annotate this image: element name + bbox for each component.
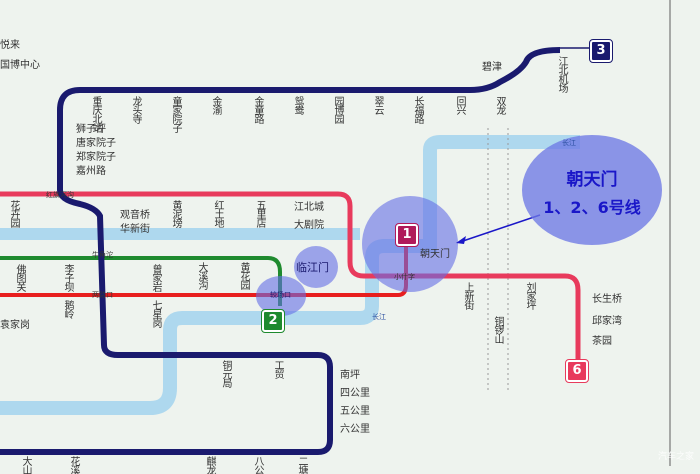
watermark: 汽车之家 (657, 452, 694, 462)
station-label[interactable]: 六公里 (340, 424, 370, 435)
line-1-badge[interactable]: 1 (395, 223, 419, 247)
linjiangmen-label: 临江门 (296, 261, 329, 274)
callout-station: 朝天门 (566, 170, 618, 190)
station-label[interactable]: 麒龙 (204, 456, 215, 474)
line-6-badge[interactable]: 6 (565, 359, 589, 383)
highlight-jiaochangkou (256, 276, 306, 316)
station-label[interactable]: 铜元局 (220, 360, 231, 387)
station-label[interactable]: 园博园 (332, 96, 343, 123)
station-label[interactable]: 龙头寺 (130, 96, 141, 123)
station-label[interactable]: 童家院子 (170, 96, 181, 132)
station-label[interactable]: 江北城 (294, 202, 324, 213)
station-label[interactable]: 四公里 (340, 388, 370, 399)
station-label[interactable]: 嘉州路 (76, 166, 106, 177)
station-label[interactable]: 两路口 (92, 291, 113, 299)
station-label[interactable]: 邱家湾 (592, 316, 622, 327)
yangtze-river (0, 135, 580, 415)
station-label[interactable]: 茶园 (592, 336, 612, 347)
station-label[interactable]: 七星岗 (150, 300, 161, 327)
line-2-track (0, 256, 282, 306)
station-label[interactable]: 较场口 (270, 291, 291, 299)
station-label[interactable]: 工贸 (272, 360, 283, 378)
station-label[interactable]: 金童路 (252, 96, 263, 123)
station-label[interactable]: 黄泥塝 (170, 200, 181, 227)
river-label: 长江 (562, 139, 576, 147)
station-label[interactable]: 回兴 (454, 96, 465, 114)
line-2-badge[interactable]: 2 (261, 309, 285, 333)
station-label[interactable]: 长福路 (412, 96, 423, 123)
station-label[interactable]: 郑家院子 (76, 152, 116, 163)
line-6-track (0, 191, 581, 368)
river-label: 长江 (372, 313, 386, 321)
line-3-badge[interactable]: 3 (589, 39, 613, 63)
station-label[interactable]: 红土地 (212, 200, 223, 227)
station-label[interactable]: 双龙 (494, 96, 505, 114)
corner-guobo: 国博中心 (0, 60, 40, 71)
station-label[interactable]: 牛角沱 (92, 251, 113, 259)
station-label[interactable]: 观音桥 (120, 210, 150, 221)
station-label[interactable]: 花溪 (68, 456, 79, 474)
station-label[interactable]: 五里店 (254, 200, 265, 227)
station-label[interactable]: 黄花园 (238, 262, 249, 289)
station-label[interactable]: 李子坝 (62, 264, 73, 291)
chaotianmen-label: 朝天门 (420, 249, 450, 260)
station-label[interactable]: 金渝 (210, 96, 221, 114)
station-label[interactable]: 上新街 (462, 282, 473, 309)
station-label[interactable]: 佛图关 (14, 264, 25, 291)
station-label[interactable]: 华新街 (120, 224, 150, 235)
corner-yuelai: 悦来 (0, 40, 20, 51)
station-label[interactable]: 大溪沟 (196, 262, 207, 289)
place-label: 铜锣山 (492, 316, 503, 343)
station-label[interactable]: 唐家院子 (76, 138, 116, 149)
station-label[interactable]: 碧津 (482, 62, 502, 73)
callout-lines: 1、2、6号线 (543, 198, 641, 217)
station-label[interactable]: 鹅岭 (62, 300, 73, 318)
station-label[interactable]: 重庆北站 (90, 96, 101, 132)
place-label: 袁家岗 (0, 320, 30, 331)
station-label[interactable]: 刘家坪 (524, 282, 535, 309)
station-label[interactable]: 长生桥 (592, 294, 622, 305)
station-label[interactable]: 南坪 (340, 370, 360, 381)
station-label[interactable]: 五公里 (340, 406, 370, 417)
callout-bubble: 朝天门 1、2、6号线 (522, 135, 662, 245)
station-label[interactable]: 二塘 (296, 456, 307, 474)
line-3-track (0, 47, 561, 455)
station-label[interactable]: 翠云 (372, 96, 383, 114)
station-label[interactable]: 大山 (20, 456, 31, 474)
station-label[interactable]: 曾家岩 (150, 264, 161, 291)
station-label[interactable]: 江北机场 (556, 56, 567, 92)
station-label[interactable]: 鸳鸯 (292, 96, 303, 114)
station-label[interactable]: 花卉园 (8, 200, 19, 227)
highlight-linjiangmen (294, 246, 338, 288)
station-label[interactable]: 红旗河沟 (46, 191, 74, 199)
station-label[interactable]: 小什字 (394, 273, 415, 281)
station-label[interactable]: 狮子坪 (76, 124, 106, 135)
station-label[interactable]: 八公 (252, 456, 263, 474)
station-label[interactable]: 大剧院 (294, 220, 324, 231)
